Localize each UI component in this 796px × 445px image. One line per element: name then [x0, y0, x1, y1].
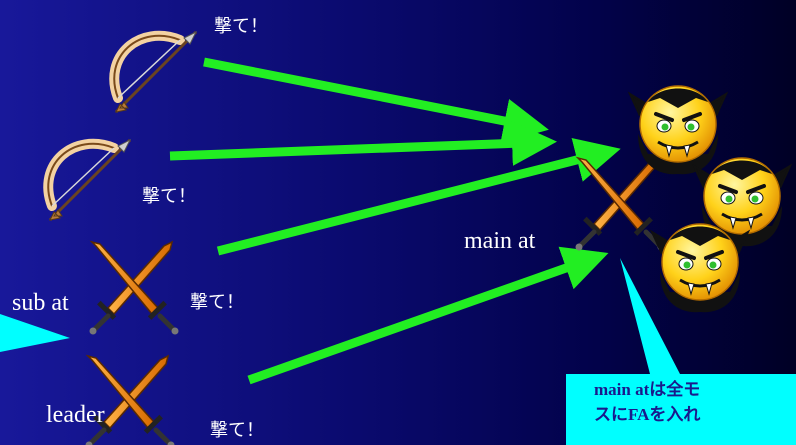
callout-line-2: スにFAを入れ	[594, 405, 701, 424]
arrow-archer1-to-target	[203, 57, 549, 144]
shout-archer2: 撃て！	[142, 186, 196, 207]
shout-sub-at: 撃て！	[190, 292, 244, 313]
bow-and-arrow-icon	[114, 32, 196, 112]
callout-pointer-left	[0, 314, 70, 352]
label-main-at: main at	[464, 228, 536, 254]
vampire-face-icon	[628, 84, 728, 177]
arrow-subat-to-target	[216, 138, 621, 256]
crossed-swords-icon	[576, 158, 665, 251]
label-sub-at: sub at	[12, 290, 69, 316]
crossed-swords-icon	[86, 356, 175, 445]
arrow-archer2-to-target	[169, 120, 557, 166]
shout-leader: 撃て！	[210, 420, 264, 441]
shout-archer1: 撃て！	[214, 16, 268, 37]
callout-text: main atは全モ スにFAを入れ	[594, 377, 796, 427]
callout-bubble	[566, 258, 796, 445]
callout-line-1: main atは全モ	[594, 380, 701, 399]
bow-and-arrow-icon	[48, 140, 130, 220]
arrow-leader-to-target	[247, 246, 609, 385]
crossed-swords-icon	[90, 242, 179, 335]
label-leader: leader	[46, 402, 105, 428]
